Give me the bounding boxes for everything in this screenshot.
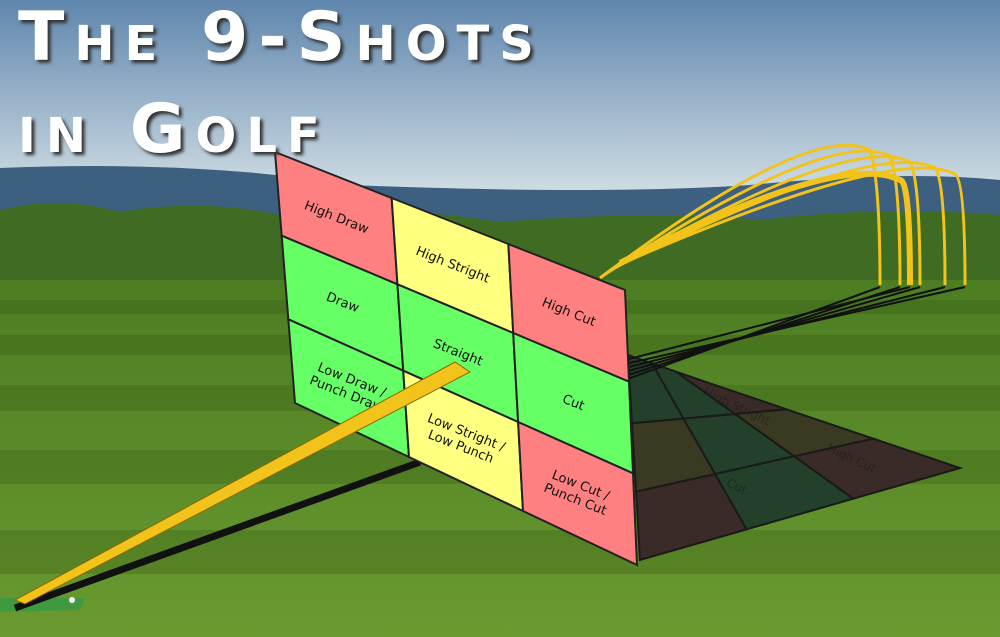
trajectory-front (13, 361, 471, 605)
ground-trajectory (13, 458, 422, 612)
flight-shadow-line (624, 286, 881, 381)
ball-flight-arc (618, 170, 913, 286)
trajectories-back (599, 143, 967, 381)
title-line-2: in Golf (18, 90, 330, 169)
ball-flight-arc (607, 155, 922, 286)
grid-cell (791, 437, 964, 500)
ball-flight-arc (615, 166, 967, 286)
flight-shadow-line (624, 286, 911, 361)
sky (0, 0, 1000, 200)
golf-ball (69, 597, 75, 603)
grid-cell (517, 420, 639, 567)
flight-shadow-line (624, 286, 966, 365)
ball-flight-arc (603, 149, 902, 286)
straight-shot-trajectory (13, 361, 471, 605)
flight-shadow-line (624, 286, 921, 373)
ball-flight-arc (599, 143, 882, 286)
title-line-1: The 9-Shots (18, 0, 544, 77)
